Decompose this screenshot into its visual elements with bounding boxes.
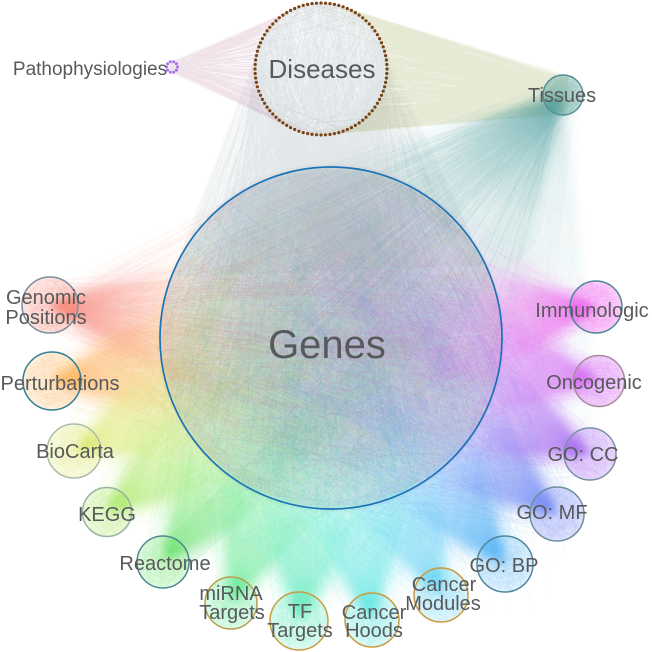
svg-text:Immunologic: Immunologic <box>535 300 648 322</box>
svg-text:KEGG: KEGG <box>78 504 136 526</box>
svg-text:TF: TF <box>288 601 312 623</box>
svg-text:Modules: Modules <box>405 593 481 615</box>
svg-text:Oncogenic: Oncogenic <box>546 372 642 394</box>
svg-text:Hoods: Hoods <box>345 620 403 642</box>
svg-text:Pathophysiologies: Pathophysiologies <box>13 59 167 80</box>
svg-text:miRNA: miRNA <box>199 583 263 605</box>
svg-text:GO: CC: GO: CC <box>547 444 618 466</box>
svg-text:Tissues: Tissues <box>528 85 596 107</box>
svg-text:Genomic: Genomic <box>6 287 86 309</box>
svg-text:GO: BP: GO: BP <box>470 555 539 577</box>
svg-text:Cancer: Cancer <box>342 602 407 624</box>
svg-text:Positions: Positions <box>5 307 86 329</box>
svg-text:Diseases: Diseases <box>269 54 376 84</box>
svg-text:Targets: Targets <box>267 620 333 642</box>
svg-text:Targets: Targets <box>199 602 265 624</box>
svg-text:Genes: Genes <box>268 323 386 367</box>
svg-text:GO: MF: GO: MF <box>516 502 587 524</box>
svg-text:BioCarta: BioCarta <box>36 441 115 463</box>
svg-text:Reactome: Reactome <box>119 553 210 575</box>
svg-text:Cancer: Cancer <box>412 574 477 596</box>
svg-text:Perturbations: Perturbations <box>1 373 120 395</box>
